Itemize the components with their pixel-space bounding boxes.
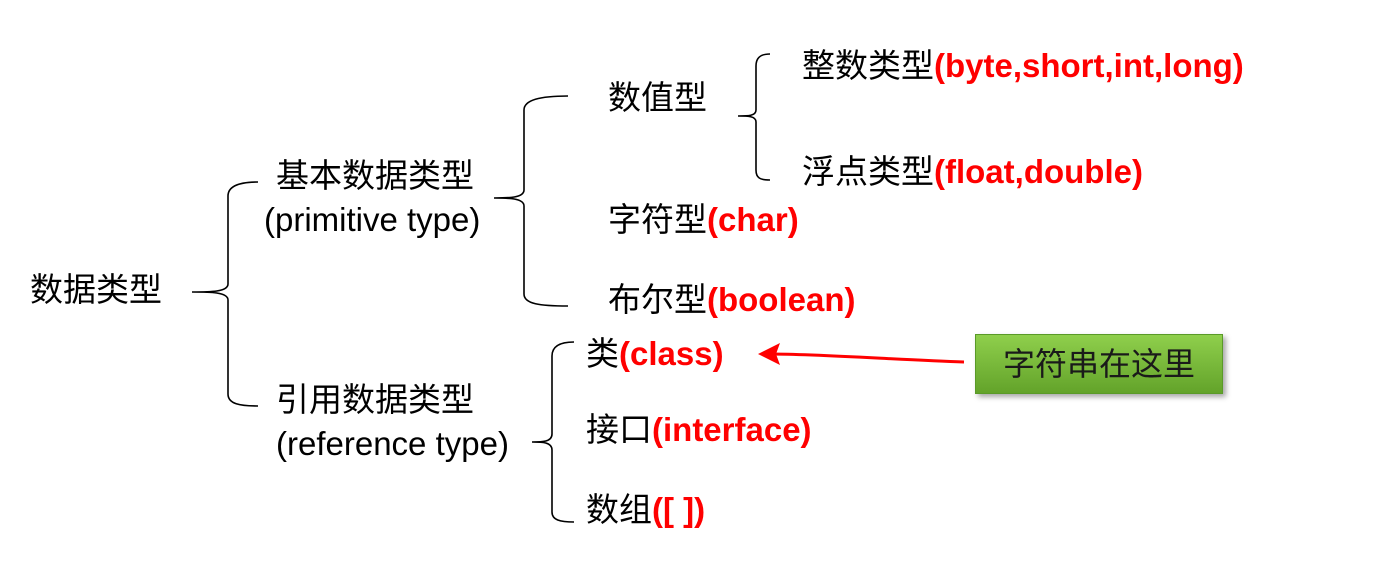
class-type: 类(class) (586, 334, 724, 374)
boolean-type-detail: (boolean) (707, 281, 856, 318)
root-bracket (191, 181, 259, 407)
primitive-label-cn: 基本数据类型 (276, 156, 474, 195)
class-type-detail: (class) (619, 335, 724, 372)
integer-type-label: 整数类型 (802, 46, 934, 85)
class-type-label: 类 (586, 334, 619, 373)
boolean-type-label: 布尔型 (608, 280, 707, 319)
numeric-bracket (737, 53, 771, 181)
numeric-label: 数值型 (608, 78, 707, 117)
string-callout-box: 字符串在这里 (975, 334, 1223, 394)
primitive-bracket (493, 95, 569, 307)
float-type-detail: (float,double) (934, 153, 1143, 190)
float-type-label: 浮点类型 (802, 152, 934, 191)
integer-type: 整数类型(byte,short,int,long) (802, 46, 1244, 86)
char-type-detail: (char) (707, 201, 799, 238)
float-type: 浮点类型(float,double) (802, 152, 1143, 192)
char-type-label: 字符型 (608, 200, 707, 239)
root-label: 数据类型 (30, 270, 162, 309)
reference-label-cn: 引用数据类型 (276, 380, 474, 419)
callout-arrow-line (769, 352, 965, 364)
array-type-detail: ([ ]) (652, 491, 706, 528)
array-type-label: 数组 (586, 490, 652, 529)
array-type: 数组([ ]) (586, 490, 705, 530)
reference-label-en: (reference type) (276, 425, 509, 462)
boolean-type: 布尔型(boolean) (608, 280, 855, 320)
primitive-label-en: (primitive type) (264, 201, 481, 238)
reference-bracket (531, 341, 575, 523)
interface-type-detail: (interface) (652, 411, 812, 448)
interface-type-label: 接口 (586, 410, 652, 449)
interface-type: 接口(interface) (586, 410, 812, 450)
callout-arrow-head (758, 343, 780, 365)
char-type: 字符型(char) (608, 200, 799, 240)
integer-type-detail: (byte,short,int,long) (934, 47, 1244, 84)
